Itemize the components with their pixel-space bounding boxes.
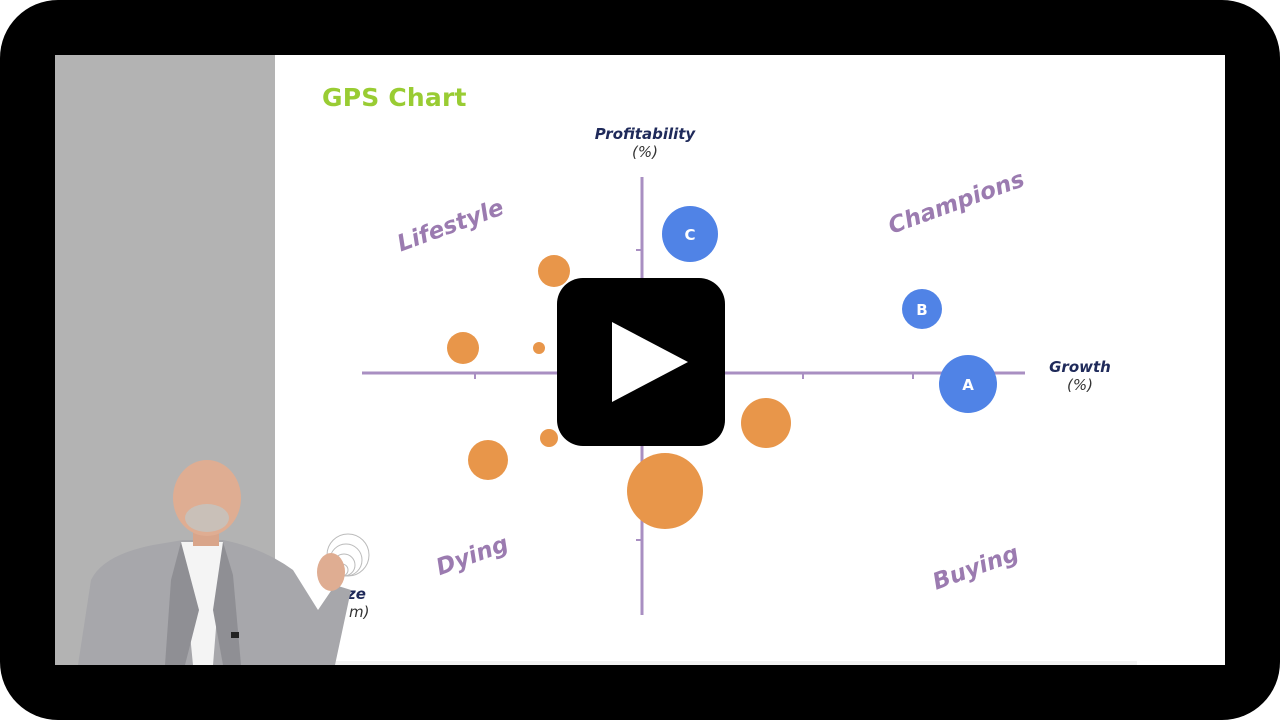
blue-bubble-a — [939, 355, 997, 413]
orange-bubble — [538, 255, 570, 287]
x-axis-label: Growth (%) — [1030, 358, 1130, 394]
orange-bubble — [627, 453, 703, 529]
play-button[interactable] — [557, 278, 725, 446]
size-legend-unit: m) — [349, 603, 370, 621]
y-axis-label: Profitability (%) — [575, 125, 715, 161]
blue-bubble-c — [662, 206, 718, 262]
video-area[interactable]: GPS Chart Profitability (%) Growth (%) L… — [55, 55, 1225, 665]
bubble-label-c: C — [684, 226, 695, 244]
x-axis-unit: (%) — [1067, 376, 1093, 394]
y-axis-title: Profitability — [594, 125, 696, 143]
slide-title: GPS Chart — [322, 83, 467, 112]
orange-bubble — [533, 342, 545, 354]
x-axis-title: Growth — [1049, 358, 1111, 376]
size-legend-label: ze m) — [347, 585, 369, 621]
size-legend-title: ze — [347, 585, 366, 603]
right-margin — [1137, 55, 1225, 665]
bubble-label-b: B — [916, 301, 927, 319]
orange-bubble — [741, 398, 791, 448]
orange-bubble — [447, 332, 479, 364]
orange-bubble — [468, 440, 508, 480]
play-icon — [612, 322, 688, 402]
y-axis-unit: (%) — [632, 143, 658, 161]
blue-bubble-b — [902, 289, 942, 329]
slide-bottom-edge — [275, 661, 1137, 665]
presenter-figure — [78, 460, 351, 665]
orange-bubble — [540, 429, 558, 447]
bubble-label-a: A — [962, 376, 974, 394]
